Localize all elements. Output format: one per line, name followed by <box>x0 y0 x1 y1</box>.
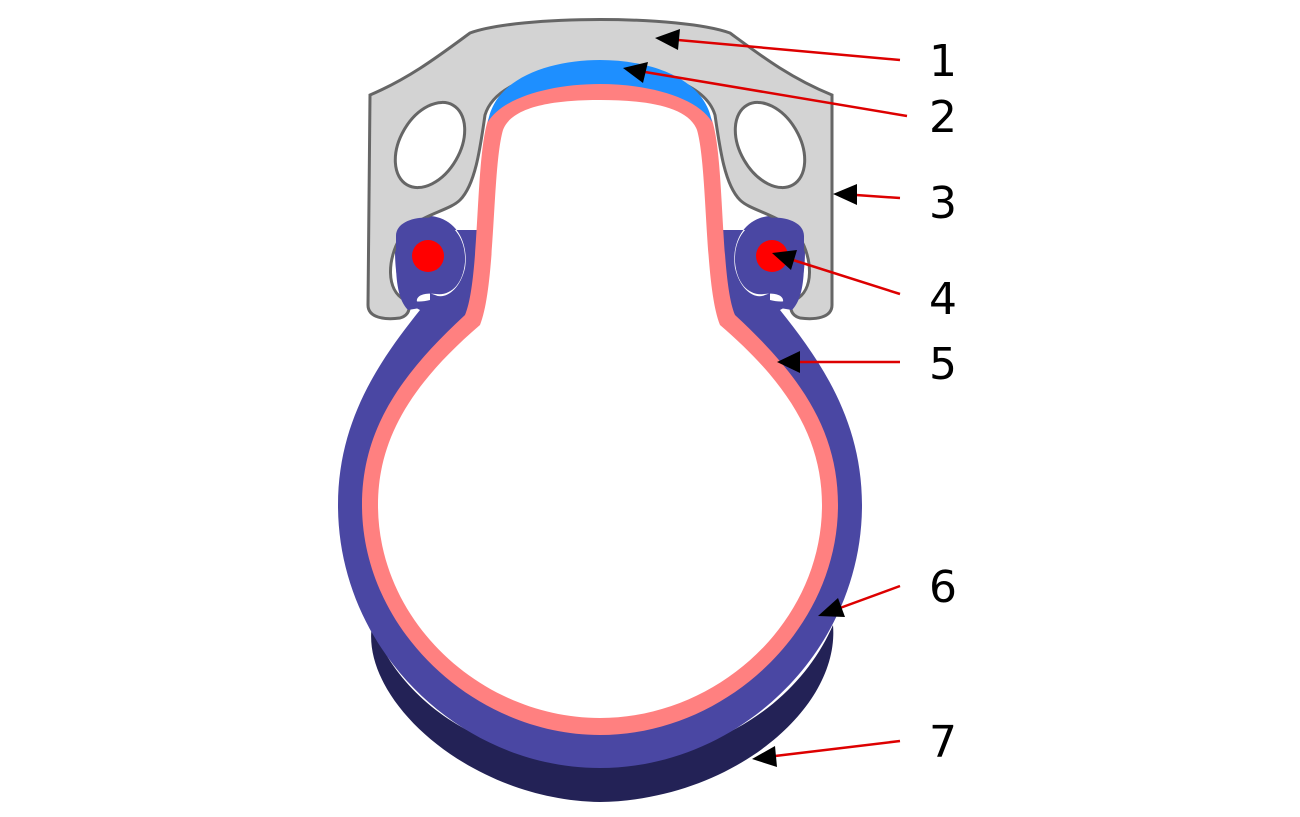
arrowhead-1 <box>655 29 680 50</box>
leader-line-3 <box>855 193 901 200</box>
callout-label-4: 4 <box>929 274 957 325</box>
callout-label-3: 3 <box>929 178 957 229</box>
leader-line-2 <box>644 70 908 118</box>
leader-line-7 <box>774 739 901 758</box>
arrowhead-4 <box>772 250 797 270</box>
right-bead-core <box>756 240 788 272</box>
callout-label-5: 5 <box>929 339 957 390</box>
tube-interior <box>378 100 822 718</box>
callout-leaders <box>644 38 908 758</box>
arrowhead-6 <box>818 598 845 617</box>
callout-labels: 1 2 3 4 5 6 7 <box>929 36 957 768</box>
arrowhead-3 <box>833 184 857 205</box>
callout-label-7: 7 <box>929 717 957 768</box>
tire-tread <box>371 625 834 802</box>
callout-label-6: 6 <box>929 562 957 613</box>
rim-left-chamber <box>393 100 467 190</box>
arrowhead-7 <box>752 746 777 767</box>
leader-line-4 <box>792 258 901 296</box>
rim-right-chamber <box>733 100 807 190</box>
arrowhead-2 <box>623 62 648 83</box>
callout-label-1: 1 <box>929 36 957 87</box>
rim-tape <box>488 60 712 122</box>
callout-arrowheads <box>623 29 857 767</box>
callout-label-2: 2 <box>929 92 957 143</box>
leader-line-1 <box>677 38 901 62</box>
left-bead-core <box>412 240 444 272</box>
arrowhead-5 <box>777 351 800 373</box>
leader-line-6 <box>839 584 901 610</box>
